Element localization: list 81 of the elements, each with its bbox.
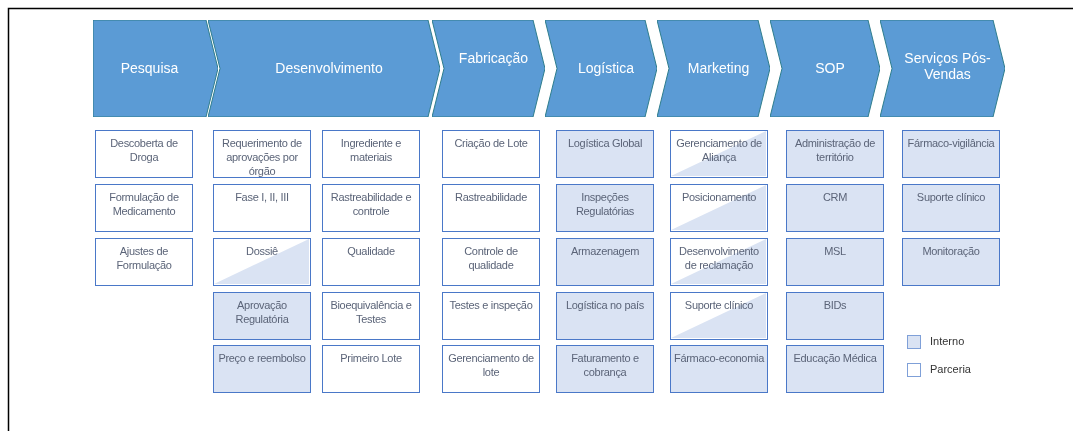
activity-label: Qualidade — [346, 244, 396, 258]
activity-label: Dossiê — [245, 244, 279, 258]
activity-box — [95, 184, 193, 232]
activity-label: Fase I, II, III — [234, 190, 290, 204]
stage-label: Serviços Pós-Vendas — [903, 50, 992, 82]
activity-label: Fármaco-economia — [673, 351, 766, 365]
activity-box — [670, 292, 768, 340]
activity-label: Armazenagem — [569, 244, 641, 258]
activity-box — [786, 345, 884, 393]
activity-box — [556, 238, 654, 286]
activity-box — [213, 184, 311, 232]
activity-label: MSL — [823, 244, 847, 258]
activity-label: Suporte clínico — [915, 190, 987, 204]
activity-label: Ajustes de Formulação — [115, 244, 173, 272]
stage-label: SOP — [814, 60, 846, 76]
activity-label: Bioequivalência e Testes — [329, 298, 413, 326]
activity-box — [556, 184, 654, 232]
activity-box — [95, 238, 193, 286]
activity-label: Gerenciamento de lote — [447, 351, 535, 379]
activity-box — [213, 130, 311, 178]
activity-box — [556, 292, 654, 340]
activity-box — [442, 238, 540, 286]
legend-label: Interno — [930, 335, 965, 347]
activity-box — [442, 345, 540, 393]
activity-label: Primeiro Lote — [339, 351, 403, 365]
activity-box — [322, 238, 420, 286]
activity-label: Ingrediente e materiais — [339, 136, 403, 164]
activity-label: Descoberta de Droga — [109, 136, 179, 164]
activity-label: Posicionamento — [680, 190, 758, 204]
activity-label: Controle de qualidade — [463, 244, 519, 272]
activity-box — [902, 130, 1000, 178]
activity-box — [213, 345, 311, 393]
activity-label: Administração de território — [793, 136, 877, 164]
activity-label: Criação de Lote — [453, 136, 529, 150]
stage-label: Logística — [576, 60, 635, 76]
activity-box — [786, 130, 884, 178]
activity-box — [213, 238, 311, 286]
activity-label: Faturamento e cobrança — [570, 351, 640, 379]
activity-box — [322, 345, 420, 393]
activity-box — [786, 184, 884, 232]
activity-box — [442, 130, 540, 178]
activity-label: Desenvolvimento de reclamação — [678, 244, 760, 272]
activity-label: Requerimento de aprovações por órgão — [221, 136, 303, 178]
activity-label: Aprovação Regulatória — [234, 298, 290, 326]
activity-box — [670, 345, 768, 393]
activity-box — [902, 238, 1000, 286]
activity-label: Preço e reembolso — [217, 351, 307, 365]
activity-label: Rastreabilidade e controle — [329, 190, 413, 218]
activity-label: Testes e inspeção — [448, 298, 534, 312]
activity-box — [902, 184, 1000, 232]
activity-label: BIDs — [822, 298, 848, 312]
activity-box — [786, 292, 884, 340]
activity-box — [670, 130, 768, 178]
activity-label: Logística Global — [566, 136, 644, 150]
activity-box — [442, 184, 540, 232]
activity-box — [322, 292, 420, 340]
activity-box — [442, 292, 540, 340]
activity-box — [556, 130, 654, 178]
activity-box — [670, 238, 768, 286]
activity-label: Inspeções Regulatórias — [574, 190, 636, 218]
activity-box — [213, 292, 311, 340]
activity-label: Suporte clínico — [683, 298, 755, 312]
activity-label: Educação Médica — [792, 351, 878, 365]
activity-label: Logística no país — [564, 298, 646, 312]
activity-box — [556, 345, 654, 393]
activity-box — [670, 184, 768, 232]
activity-box — [322, 130, 420, 178]
activity-label: Monitoração — [921, 244, 981, 258]
legend-label: Parceria — [930, 363, 971, 375]
activity-box — [786, 238, 884, 286]
activity-box — [322, 184, 420, 232]
activity-label: CRM — [821, 190, 849, 204]
activity-label: Rastreabilidade — [454, 190, 528, 204]
activity-label: Formulação de Medicamento — [108, 190, 180, 218]
stage-label: Fabricação — [457, 50, 530, 66]
stage-label: Pesquisa — [119, 60, 180, 76]
activity-box — [95, 130, 193, 178]
stage-label: Marketing — [686, 60, 751, 76]
activity-label: Gerenciamento de Aliança — [675, 136, 763, 164]
stage-label: Desenvolvimento — [274, 60, 384, 76]
activity-label: Fármaco-vigilância — [906, 136, 996, 150]
